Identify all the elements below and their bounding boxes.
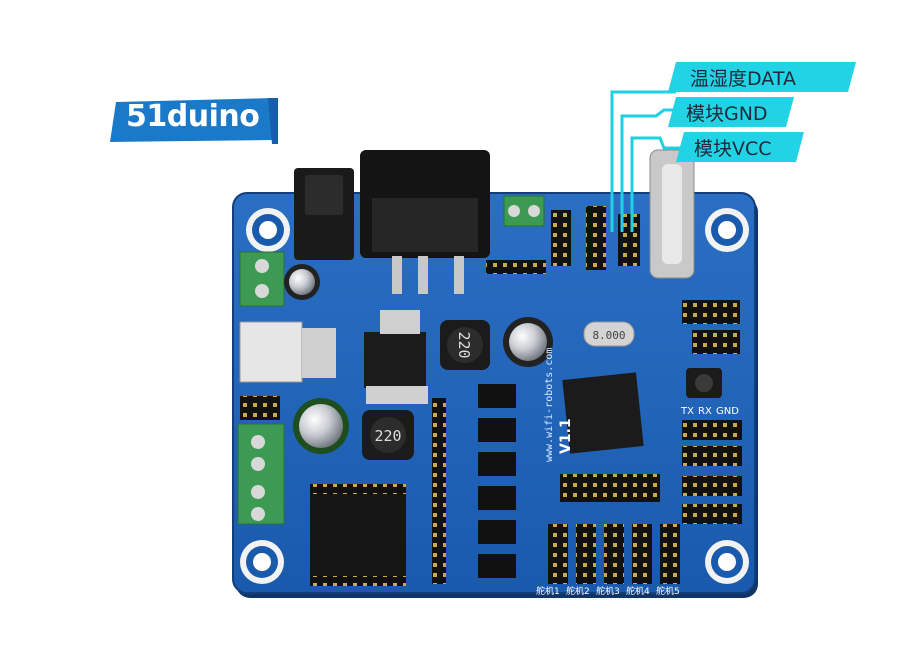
callout-gnd: 模块GND: [668, 97, 794, 127]
mounting-holes: [240, 208, 749, 584]
servo-label-2: 舵机2: [566, 585, 590, 597]
crystal: [583, 321, 635, 347]
brand-name: 51duino: [126, 99, 260, 134]
mosfet-array: [478, 384, 516, 578]
capacitors: [284, 264, 553, 454]
brand-badge: 51duino: [108, 96, 278, 146]
regulator-ic: [364, 332, 426, 388]
servo-label-1: 舵机1: [536, 585, 560, 597]
board-website: www.wifi-robots.com: [544, 348, 555, 462]
callout-data: 温湿度DATA: [668, 62, 856, 92]
voltage-regulator: [239, 321, 303, 383]
callout-gnd-label: 模块GND: [686, 103, 768, 125]
board-version: V1.1: [558, 418, 574, 454]
servo-label-5: 舵机5: [656, 585, 680, 597]
inductor-a-label: 220: [455, 331, 473, 358]
servo-label-4: 舵机4: [626, 585, 650, 597]
callout-leaders: [610, 90, 686, 232]
gnd-label: GND: [716, 406, 739, 417]
crystal-label: 8.000: [592, 329, 625, 342]
inductor-a: 220: [440, 320, 490, 370]
callout-data-label: 温湿度DATA: [690, 68, 796, 90]
tx-label: TX: [680, 406, 694, 417]
terminal-blocks: [237, 195, 545, 525]
callout-vcc-label: 模块VCC: [694, 138, 772, 160]
rx-label: RX: [698, 406, 712, 417]
mcu-chip: [562, 372, 644, 454]
pin-headers: [240, 206, 742, 584]
motor-driver-ic: [310, 494, 406, 576]
servo-label-3: 舵机3: [596, 585, 620, 597]
inductor-b-label: 220: [374, 427, 401, 445]
callout-vcc: 模块VCC: [676, 132, 804, 162]
inductor-b: 220: [362, 410, 414, 460]
